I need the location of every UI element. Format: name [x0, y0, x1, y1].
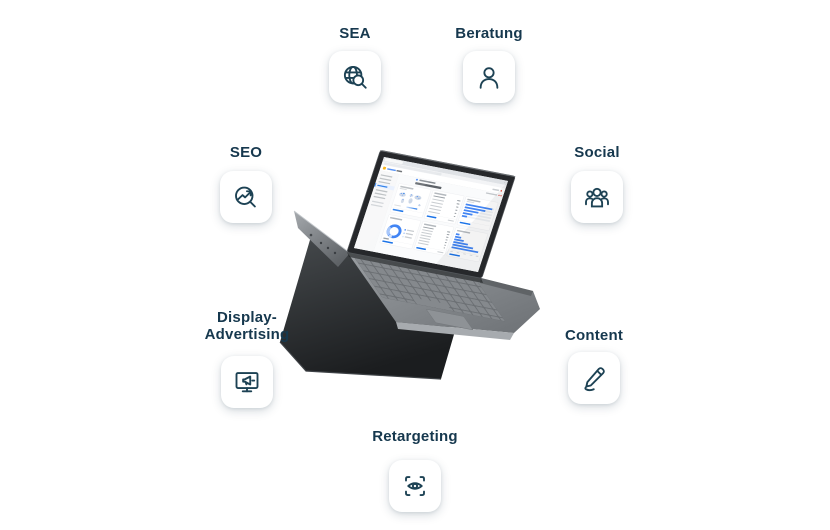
service-sea-card: [329, 51, 381, 103]
service-display-advertising-label: Display-Advertising: [204, 309, 290, 343]
dashboard-card-list2: [413, 221, 454, 256]
service-sea: SEA: [290, 25, 420, 103]
dashboard-heading: [415, 178, 502, 197]
service-content-label: Content: [564, 327, 624, 344]
service-display-advertising-card: [221, 356, 273, 408]
dashboard-browser-bar: [381, 157, 508, 189]
service-retargeting: Retargeting: [350, 428, 480, 512]
port-dot: [333, 251, 337, 255]
laptop-front-lip: [396, 322, 514, 340]
dashboard-card-donut: [379, 214, 421, 249]
globe-search-icon: [343, 65, 367, 89]
laptop-keyboard: [354, 258, 505, 322]
service-content-card: [568, 352, 620, 404]
service-seo: SEO: [181, 144, 311, 223]
service-seo-label: SEO: [229, 144, 263, 161]
service-beratung-label: Beratung: [455, 25, 523, 42]
laptop-trackpad: [426, 309, 473, 331]
people-group-icon: [585, 187, 609, 208]
screen-glare: [353, 157, 442, 250]
dashboard-card-funnel: [446, 227, 488, 262]
laptop-screen: [347, 150, 516, 279]
screen-shade: [435, 180, 508, 273]
port-dot: [326, 246, 330, 250]
analytics-dashboard: [353, 157, 508, 273]
laptop-underside: [279, 233, 455, 380]
monitor-megaphone-icon: [235, 372, 259, 393]
consultant-person-icon: [479, 67, 499, 89]
service-seo-card: [220, 171, 272, 223]
growth-magnifier-icon: [235, 186, 256, 208]
eye-focus-icon: [405, 476, 425, 496]
laptop-hinge: [347, 252, 483, 283]
service-beratung-card: [463, 51, 515, 103]
service-social-label: Social: [574, 144, 620, 161]
service-display-advertising: Display-Advertising: [182, 309, 312, 408]
dashboard-card-list: [423, 189, 465, 225]
service-social: Social: [532, 144, 662, 223]
port-dot: [319, 241, 323, 245]
service-retargeting-card: [389, 460, 441, 512]
laptop-left-edge: [293, 210, 351, 267]
service-social-card: [571, 171, 623, 223]
dashboard-card-bars: [456, 196, 499, 231]
pencil-writing-icon: [584, 367, 605, 392]
port-dot: [309, 233, 313, 237]
service-retargeting-label: Retargeting: [372, 428, 458, 445]
service-content: Content: [529, 327, 659, 404]
service-beratung: Beratung: [424, 25, 554, 103]
service-sea-label: SEA: [339, 25, 371, 42]
laptop-keyboard-deck: [347, 252, 540, 340]
dashboard-card-map: [389, 183, 432, 218]
